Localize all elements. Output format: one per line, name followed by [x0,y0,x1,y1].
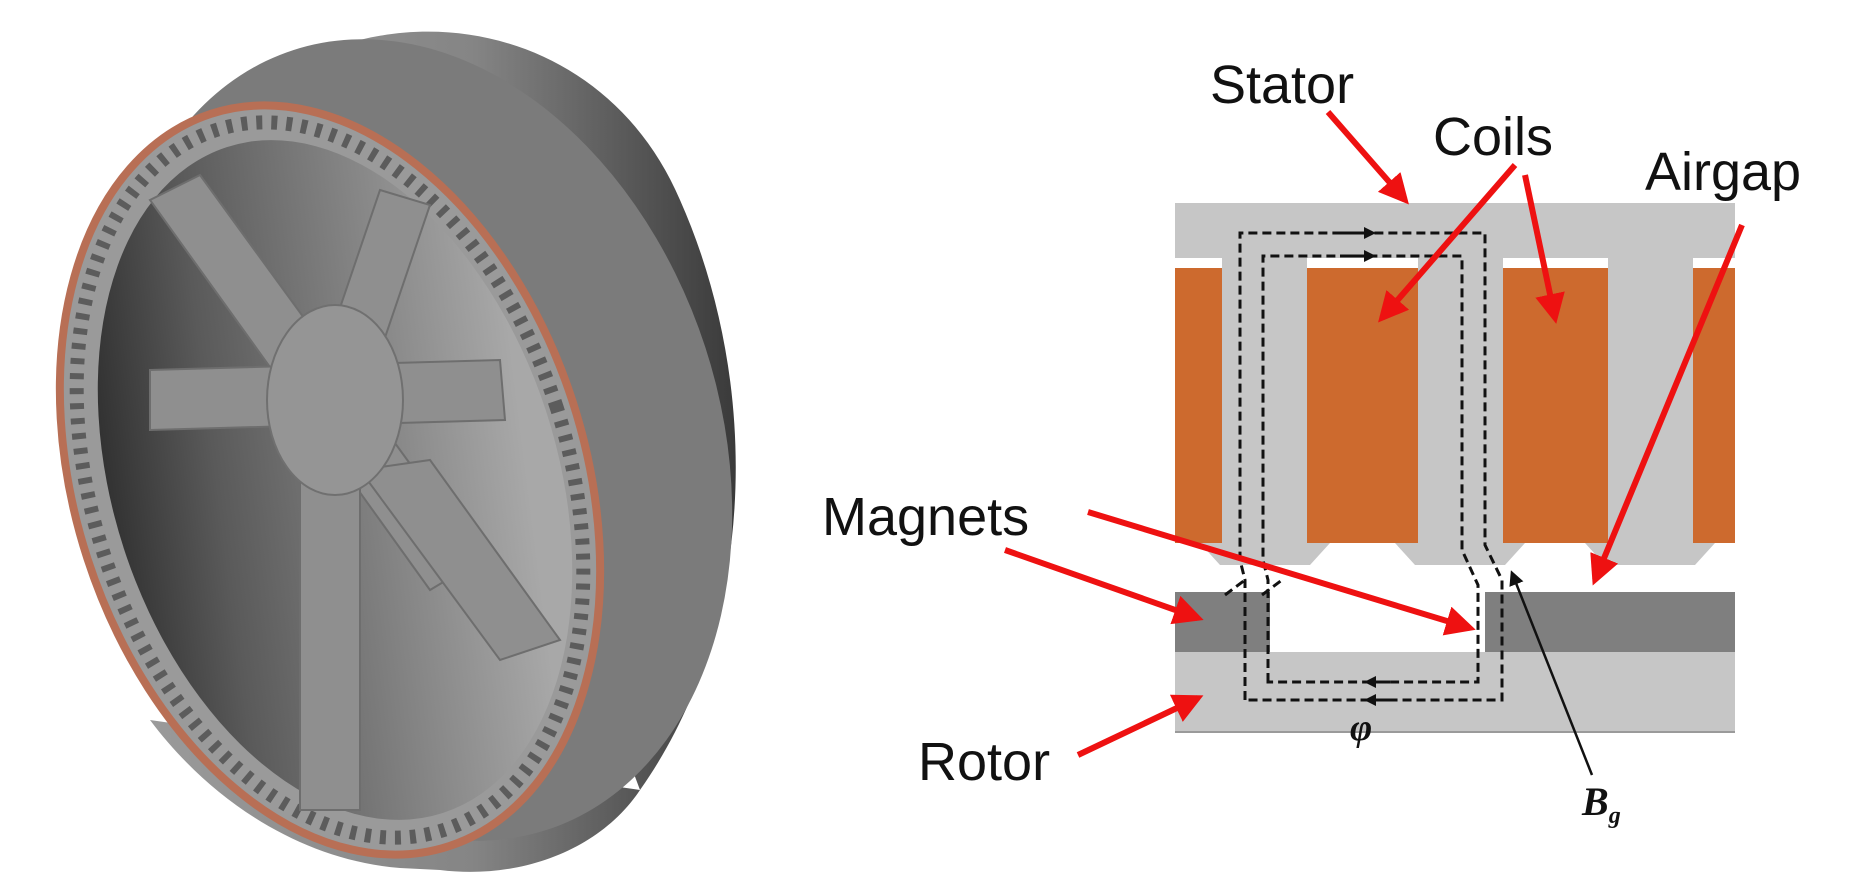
coil-block [1175,268,1222,543]
callout-arrows [1004,110,1745,758]
label-rotor: Rotor [918,732,1050,792]
stator-teeth-ring [69,115,591,845]
coil-block [1693,268,1735,543]
airgap-arrow [1590,223,1745,586]
flux-path [1224,231,1504,702]
stator-teeth [1200,258,1715,565]
magnet-left [1175,592,1270,652]
field-letter: B [1581,779,1609,824]
coil-block [1307,268,1418,543]
label-magnets: Magnets [822,487,1029,547]
magnet-right [1485,592,1735,652]
rotor-iron [1175,652,1735,732]
field-subscript: g [1608,803,1621,829]
coils-arrow-left [1378,163,1518,323]
label-stator: Stator [1210,55,1354,115]
airgap-field-pointer [1509,570,1594,776]
magnets-arrow-right [1087,509,1476,636]
coils-arrow-right [1522,174,1565,324]
airgap-field-symbol: Bg [1581,779,1621,829]
motor-cross-section: Stator Coils Airgap Magnets Rotor φ Bg [822,55,1801,829]
stator-arrow [1325,110,1409,205]
flux-symbol: φ [1350,707,1372,749]
label-airgap: Airgap [1645,142,1801,202]
rotor-arrow [1076,694,1204,758]
motor-3d-render [55,31,736,872]
rotor-hub [266,304,404,496]
magnets-arrow-left [1004,547,1204,625]
label-coils: Coils [1433,107,1553,167]
